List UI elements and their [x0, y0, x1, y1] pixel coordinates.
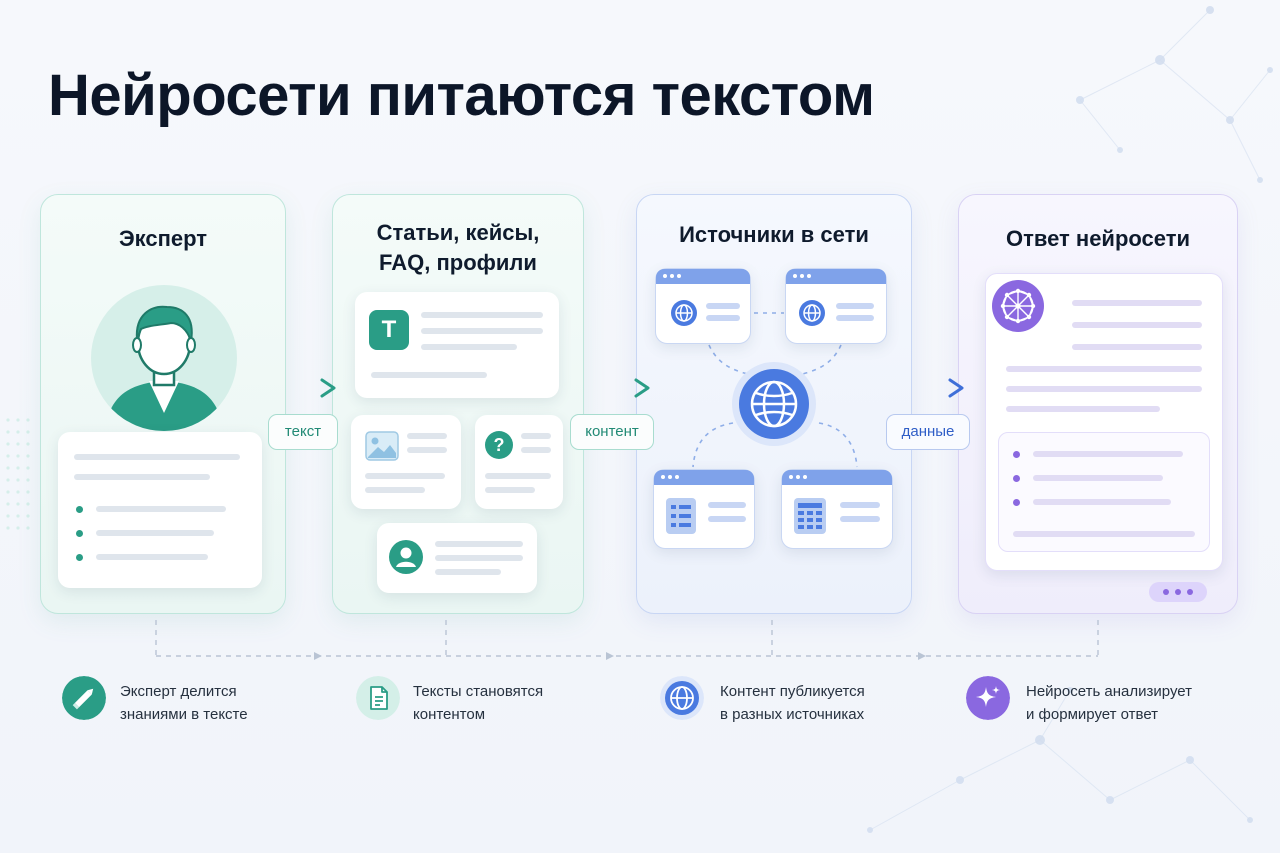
answer-list-box: [998, 432, 1210, 552]
typing-indicator: [1149, 582, 1207, 602]
globe-icon: [671, 300, 697, 326]
profile-card: [377, 523, 537, 593]
user-profile-icon: [389, 540, 423, 574]
expert-panel-title: Эксперт: [118, 226, 208, 251]
page-title: Нейросети питаются текстом: [48, 63, 875, 128]
globe-icon: [799, 300, 825, 326]
content-panel: Статьи, кейсы, FAQ, профили T ?: [332, 194, 584, 614]
source-window-3: [653, 469, 755, 549]
caption-4: Нейросеть анализирует и формирует ответ: [1026, 680, 1236, 726]
caption-1: Эксперт делится знаниями в тексте: [120, 680, 330, 726]
caption-1-line2: знаниями в тексте: [120, 706, 248, 723]
caption-3-line2: в разных источниках: [720, 706, 865, 723]
answer-panel: Ответ нейросети: [958, 194, 1238, 614]
sources-panel: Источники в сети: [636, 194, 912, 614]
source-window-1: [655, 268, 751, 344]
pencil-icon: [62, 676, 106, 720]
faq-card: ?: [475, 415, 563, 509]
text-document-icon: T: [369, 310, 409, 350]
expert-panel: Эксперт: [40, 194, 286, 614]
image-icon: [365, 431, 399, 461]
question-icon: ?: [485, 431, 513, 459]
expert-avatar-icon: [91, 285, 237, 431]
source-window-4: [781, 469, 893, 549]
article-card: T: [355, 292, 559, 398]
central-globe-icon: [732, 362, 816, 446]
caption-1-line1: Эксперт делится: [120, 683, 237, 700]
content-panel-title-line2: FAQ, профили: [379, 250, 537, 275]
caption-2-line1: Тексты становятся: [413, 683, 544, 700]
caption-2-line2: контентом: [413, 706, 486, 723]
ai-answer-card: [985, 273, 1223, 571]
sources-network-lines: [692, 312, 858, 468]
label-text: текст: [268, 414, 338, 450]
caption-3-line1: Контент публикуется: [720, 683, 865, 700]
source-window-2: [785, 268, 887, 344]
label-data: данные: [886, 414, 970, 450]
caption-4-line2: и формирует ответ: [1026, 706, 1159, 723]
content-panel-title-line1: Статьи, кейсы,: [376, 220, 540, 245]
sparkle-icon: [966, 676, 1010, 720]
caption-2: Тексты становятся контентом: [413, 680, 623, 726]
expert-notes-card: [58, 432, 262, 588]
globe-icon: [660, 676, 704, 720]
sources-panel-title: Источники в сети: [679, 222, 869, 247]
label-content: контент: [570, 414, 654, 450]
case-image-card: [351, 415, 461, 509]
neural-network-icon: [992, 280, 1044, 332]
table-document-icon: [794, 498, 826, 534]
caption-4-line1: Нейросеть анализирует: [1026, 683, 1193, 700]
caption-3: Контент публикуется в разных источниках: [720, 680, 930, 726]
document-icon: [356, 676, 400, 720]
list-document-icon: [666, 498, 696, 534]
answer-panel-title: Ответ нейросети: [1005, 226, 1191, 251]
